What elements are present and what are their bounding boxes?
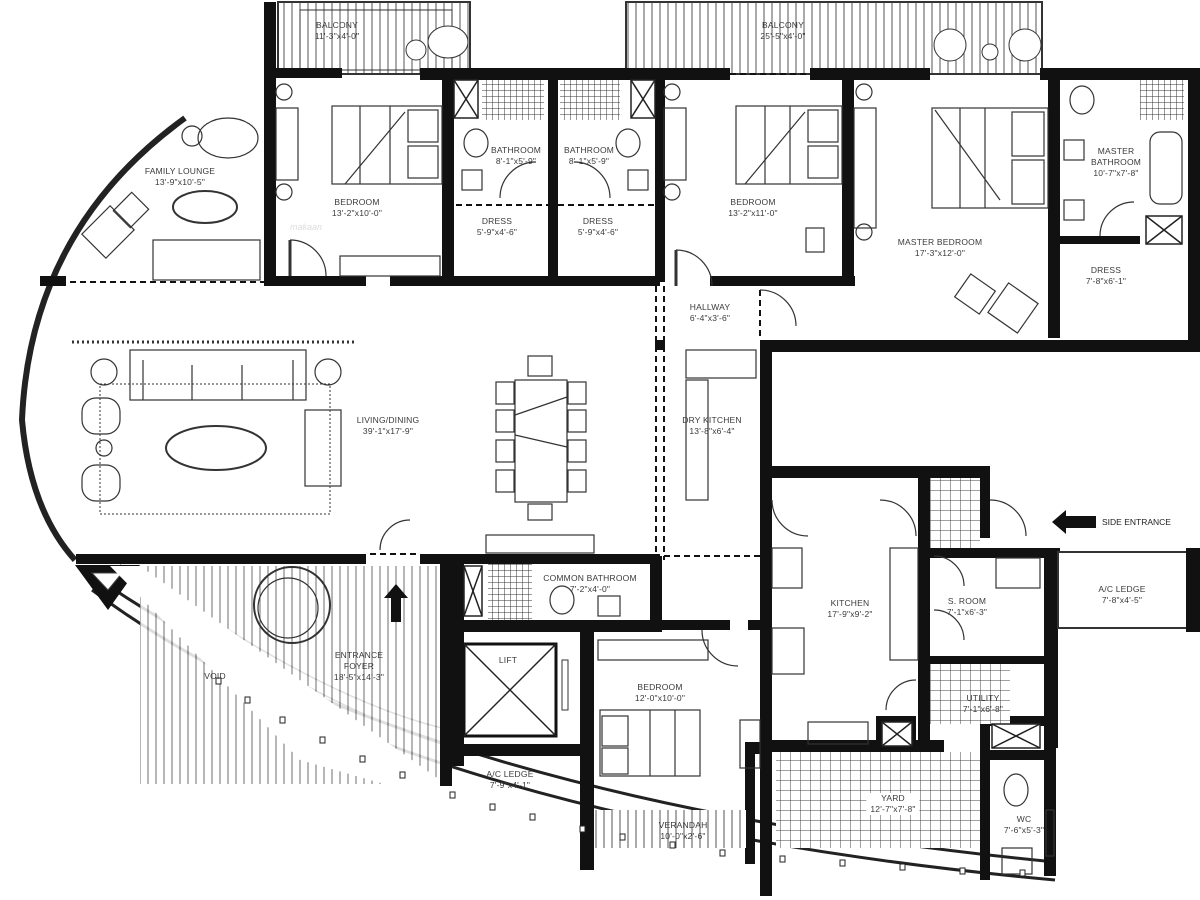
- utility-floor: [930, 664, 1010, 724]
- passage-floor: [930, 478, 980, 548]
- lift-shaft: [462, 642, 569, 738]
- label-entrance-foyer: Entrance Foyer18'-5"x14'-3": [333, 650, 385, 682]
- label-bedroom-3: Bedroom12'-0"x10'-0": [634, 682, 686, 703]
- label-balcony-2: Balcony25'-5"x4'-0": [760, 20, 806, 41]
- label-ac-ledge-east: A/C Ledge7'-8"x4'-5": [1098, 584, 1146, 605]
- label-yard: Yard12'-7"x7'-8": [866, 793, 920, 815]
- shower-2: [560, 80, 620, 120]
- label-verandah: Verandah10'-0"x2'-6": [658, 820, 708, 841]
- label-kitchen: Kitchen17'-9"x9'-2": [827, 598, 873, 619]
- shower-1: [482, 80, 544, 120]
- watermark: makaan: [290, 222, 323, 232]
- label-common-bathroom: Common Bathroom7'-2"x4'-0": [543, 573, 637, 594]
- label-master-bathroom: Master Bathroom10'-7"x7'-8": [1091, 146, 1142, 178]
- openings: [40, 73, 1053, 560]
- label-bathroom-1: Bathroom8'-1"x5'-9": [490, 145, 542, 166]
- ac-ledge-east: [1057, 548, 1200, 632]
- shower-master: [1140, 80, 1184, 120]
- shafts: [453, 79, 1183, 749]
- balcony-1-area: [277, 1, 471, 75]
- balcony-2-area: [625, 1, 1043, 75]
- foyer-void-mask: [110, 566, 440, 800]
- main-entrance-arrow-icon: [384, 584, 408, 622]
- label-balcony-1: Balcony11'-3"x4'-0": [314, 20, 360, 41]
- label-bathroom-2: Bathroom8'-1"x5'-9": [563, 145, 615, 166]
- label-dress-1: Dress5'-9"x4'-6": [476, 216, 518, 237]
- label-dry-kitchen: Dry Kitchen13'-8"x6'-4": [682, 415, 742, 436]
- door-swings: [288, 161, 1135, 711]
- label-bedroom-2: Bedroom13'-2"x11'-0": [728, 197, 778, 218]
- label-bedroom-1: Bedroom13'-2"x10'-0": [331, 197, 383, 218]
- label-family-lounge: Family Lounge13'-9"x10'-5": [144, 166, 216, 187]
- label-master-bedroom: Master Bedroom17'-3"x12'-0": [897, 237, 983, 258]
- label-lift: Lift: [498, 655, 518, 665]
- curved-facade: [18, 115, 190, 563]
- side-entrance-label: Side Entrance: [1102, 517, 1171, 527]
- label-s-room: S. Room7'-1"x6'-3": [946, 596, 988, 617]
- shower-common: [488, 564, 532, 620]
- label-hallway: Hallway6'-4"x3'-6": [689, 302, 731, 323]
- furniture: [72, 83, 1183, 875]
- label-void: Void: [204, 671, 226, 681]
- label-ac-ledge-south: A/C Ledge7'-9"x4'-1": [486, 769, 534, 790]
- label-living-dining: Living/Dining39'-1"x17'-9": [356, 415, 420, 436]
- facade-fins: [215, 677, 1026, 877]
- side-entrance-arrow-icon: [1052, 510, 1096, 534]
- walls: [40, 2, 1200, 896]
- label-dress-master: Dress7'-8"x6'-1": [1085, 265, 1127, 286]
- label-utility: Utility7'-1"x6'-8": [962, 693, 1004, 714]
- label-dress-2: Dress5'-9"x4'-6": [577, 216, 619, 237]
